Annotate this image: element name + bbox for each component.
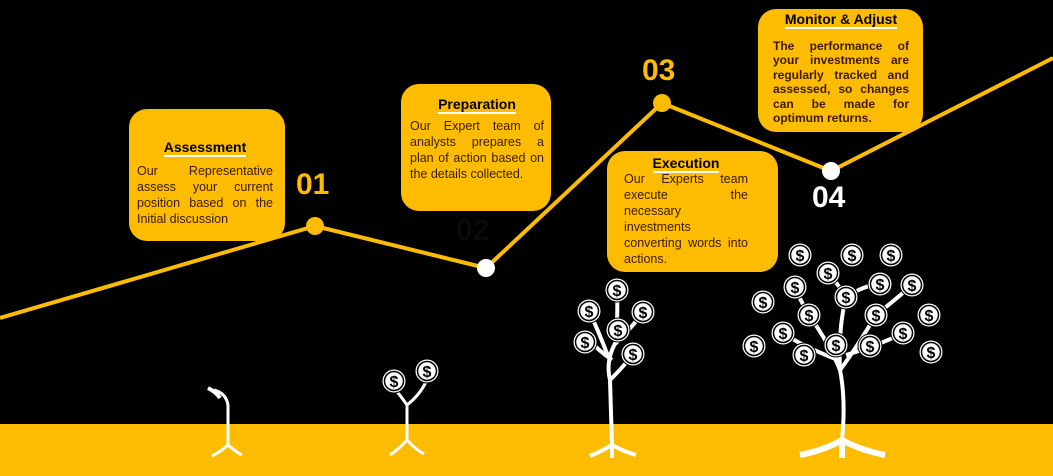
dollar-coin-icon: $ [630, 299, 656, 325]
dollar-coin-icon: $ [878, 242, 904, 268]
step-number-01: 01 [296, 168, 330, 201]
dollar-coin-icon: $ [750, 289, 776, 315]
dollar-coin-icon: $ [791, 342, 817, 368]
dollar-coin-icon: $ [899, 272, 925, 298]
dollar-coin-icon: $ [918, 339, 944, 365]
dollar-coin-icon: $ [916, 302, 942, 328]
marker-01 [306, 217, 324, 235]
svg-text:$: $ [848, 248, 857, 265]
marker-04 [822, 162, 840, 180]
step-card-assessment: Assessment Our Representative assess you… [129, 109, 285, 241]
dollar-coin-icon: $ [414, 358, 440, 384]
dollar-coin-icon: $ [823, 332, 849, 358]
svg-text:$: $ [629, 347, 638, 364]
dollar-coin-icon: $ [604, 277, 630, 303]
svg-text:$: $ [750, 339, 759, 356]
svg-text:$: $ [908, 278, 917, 295]
step-card-execution: Execution Our Experts team execute the n… [607, 151, 778, 272]
dollar-coin-icon: $ [890, 320, 916, 346]
dollar-coin-icon: $ [833, 284, 859, 310]
dollar-coin-icon: $ [620, 341, 646, 367]
dollar-coin-icon: $ [381, 368, 407, 394]
svg-text:$: $ [800, 348, 809, 365]
step-title-text: Execution [652, 155, 720, 173]
svg-text:$: $ [842, 290, 851, 307]
svg-text:$: $ [614, 323, 623, 340]
step-card-monitor: Monitor & Adjust The performance of your… [758, 9, 923, 132]
dollar-coin-icon: $ [863, 302, 889, 328]
step-title-text: Monitor & Adjust [784, 11, 898, 29]
step-title: Assessment [137, 139, 273, 157]
dollar-coin-icon: $ [796, 302, 822, 328]
step-title: Execution [624, 155, 748, 173]
step-number-03: 03 [642, 54, 676, 87]
svg-text:$: $ [876, 277, 885, 294]
svg-text:$: $ [423, 364, 432, 381]
svg-text:$: $ [925, 308, 934, 325]
svg-text:$: $ [796, 248, 805, 265]
step-title: Preparation [410, 96, 544, 114]
dollar-coin-icon: $ [787, 242, 813, 268]
svg-text:$: $ [866, 339, 875, 356]
step-description: Our Experts team execute the necessary i… [624, 172, 748, 266]
svg-text:$: $ [899, 326, 908, 343]
step-description: The performance of your investments are … [773, 38, 909, 126]
dollar-coin-icon: $ [572, 329, 598, 355]
coin-group: $$$$$$$$$$$$$$$$$$$$$$$$$$$ [381, 242, 944, 394]
seedling-icon [207, 386, 243, 458]
dollar-coin-icon: $ [782, 274, 808, 300]
dollar-coin-icon: $ [839, 242, 865, 268]
step-title: Monitor & Adjust [773, 11, 909, 29]
dollar-coin-icon: $ [867, 271, 893, 297]
svg-text:$: $ [832, 338, 841, 355]
dollar-coin-icon: $ [741, 333, 767, 359]
svg-text:$: $ [927, 345, 936, 362]
svg-text:$: $ [872, 308, 881, 325]
step-description: Our Expert team of analysts prepares a p… [410, 119, 544, 181]
dollar-coin-icon: $ [770, 320, 796, 346]
svg-text:$: $ [581, 335, 590, 352]
svg-text:$: $ [887, 248, 896, 265]
svg-text:$: $ [585, 304, 594, 321]
svg-text:$: $ [824, 266, 833, 283]
dollar-coin-icon: $ [605, 317, 631, 343]
dollar-coin-icon: $ [857, 333, 883, 359]
growth-line [0, 56, 1053, 320]
svg-text:$: $ [791, 280, 800, 297]
dollar-coin-icon: $ [815, 260, 841, 286]
step-number-04: 04 [812, 181, 846, 214]
step-card-preparation: Preparation Our Expert team of analysts … [401, 84, 551, 211]
svg-text:$: $ [759, 295, 768, 312]
step-title-text: Assessment [163, 139, 247, 157]
svg-text:$: $ [639, 305, 648, 322]
marker-03 [653, 94, 671, 112]
step-number-02: 02 [456, 214, 490, 247]
svg-text:$: $ [805, 308, 814, 325]
step-description: Our Representative assess your current p… [137, 164, 273, 226]
dollar-coin-icon: $ [576, 298, 602, 324]
svg-text:$: $ [390, 374, 399, 391]
ground [0, 424, 1053, 476]
svg-text:$: $ [779, 326, 788, 343]
marker-02 [477, 259, 495, 277]
svg-text:$: $ [613, 283, 622, 300]
step-title-text: Preparation [438, 96, 516, 114]
